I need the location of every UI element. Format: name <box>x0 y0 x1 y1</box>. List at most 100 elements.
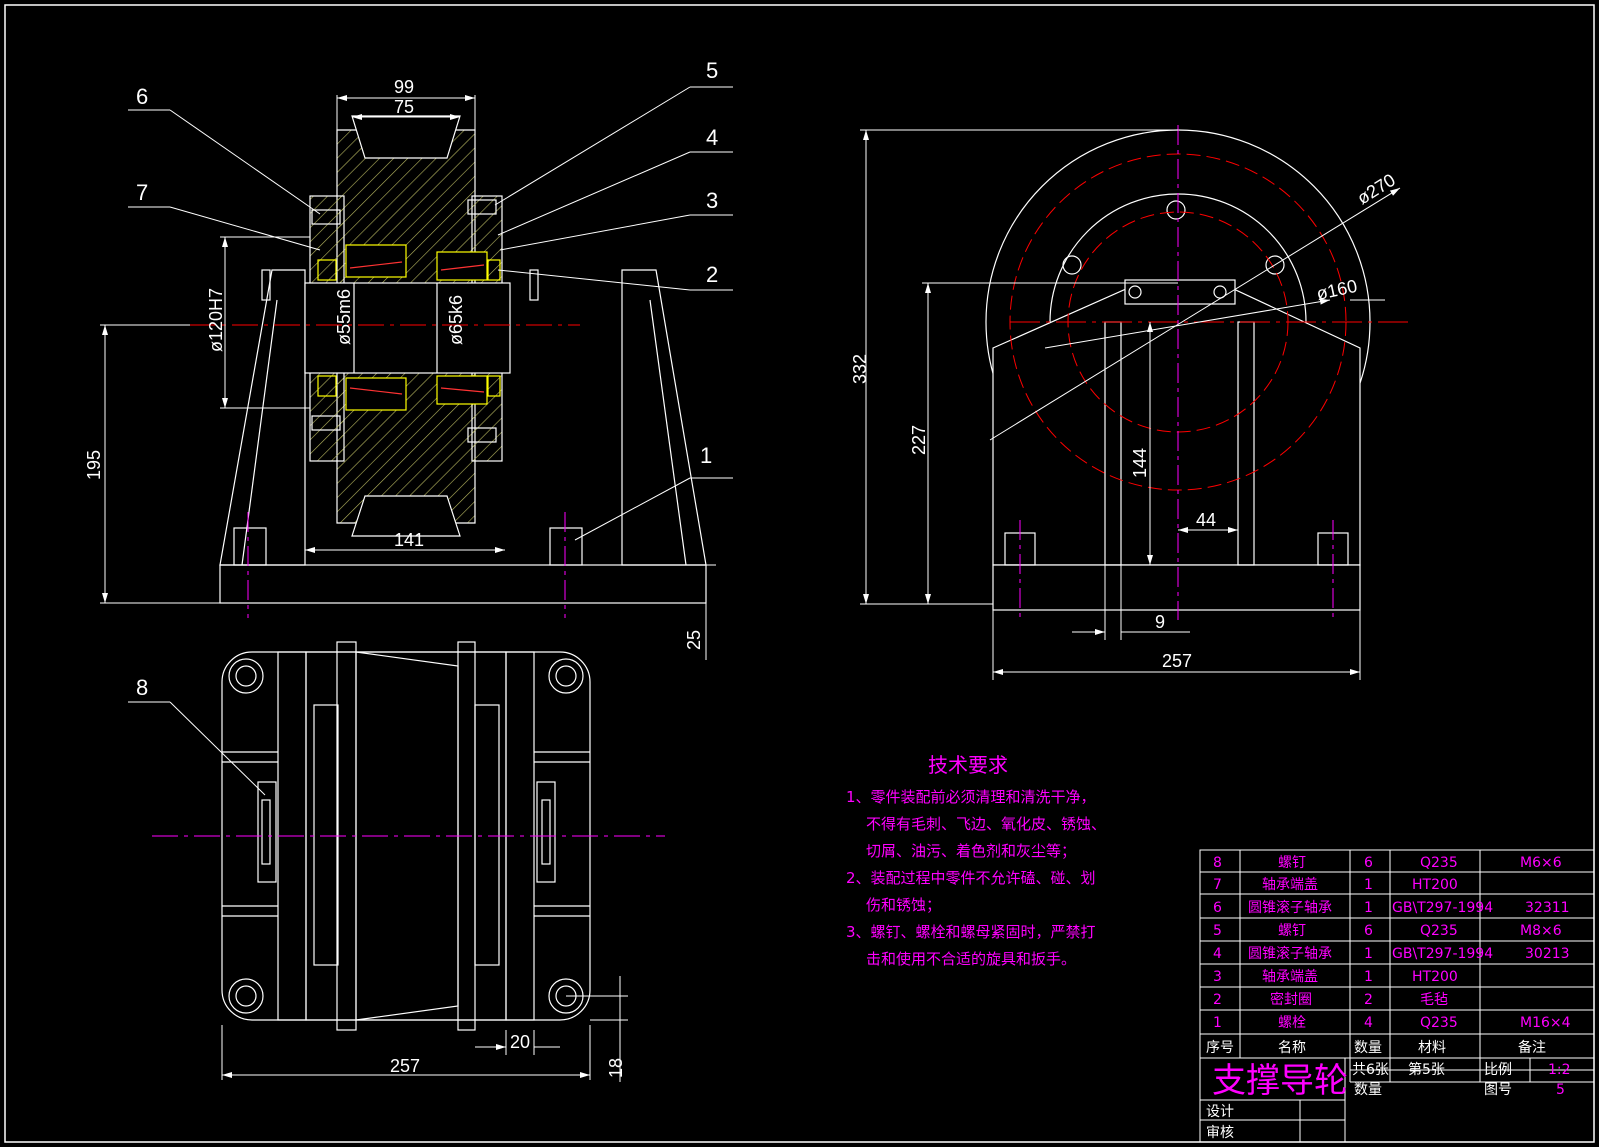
dim-195: 195 <box>84 450 104 480</box>
svg-text:1: 1 <box>1213 1015 1222 1031</box>
dim-20: 20 <box>510 1032 530 1052</box>
front-section-view <box>219 115 707 604</box>
callout-5: 5 <box>706 58 718 83</box>
svg-text:密封圈: 密封圈 <box>1270 991 1312 1008</box>
scale-value: 1:2 <box>1548 1062 1571 1078</box>
svg-text:4: 4 <box>1364 1015 1373 1031</box>
svg-text:材料: 材料 <box>1418 1040 1446 1056</box>
requirement-line: 不得有毛刺、飞边、氧化皮、锈蚀、 <box>866 815 1106 833</box>
requirements-title: 技术要求 <box>928 753 1008 777</box>
dim-257-side: 257 <box>1162 651 1192 671</box>
svg-text:轴承端盖: 轴承端盖 <box>1262 969 1318 985</box>
svg-text:螺栓: 螺栓 <box>1278 1015 1306 1031</box>
sheets-total: 共6张 <box>1352 1062 1389 1078</box>
svg-text:M16×4: M16×4 <box>1520 1015 1571 1031</box>
bom-row: 6 圆锥滚子轴承 1 GB\T297-1994 32311 <box>1213 899 1570 916</box>
drawing-border <box>4 4 1595 1143</box>
bom-header-row: 序号 名称 数量 材料 备注 <box>1206 1039 1546 1056</box>
requirement-line: 3、螺钉、螺栓和螺母紧固时，严禁打 <box>846 923 1096 941</box>
right-support <box>621 269 707 566</box>
svg-text:Q235: Q235 <box>1420 1015 1458 1031</box>
callout-3: 3 <box>706 188 718 213</box>
drawing-number: 5 <box>1556 1082 1565 1098</box>
dim-227: 227 <box>909 425 929 455</box>
bom-table <box>1199 849 1595 1143</box>
side-support <box>992 284 1361 566</box>
dim-bore-120: ø120H7 <box>206 288 226 352</box>
bom-row: 4 圆锥滚子轴承 1 GB\T297-1994 30213 <box>1213 945 1570 962</box>
svg-text:4: 4 <box>1213 946 1222 962</box>
svg-text:2: 2 <box>1364 992 1373 1008</box>
svg-text:圆锥滚子轴承: 圆锥滚子轴承 <box>1248 899 1332 916</box>
bom-row: 5 螺钉 6 Q235 M8×6 <box>1213 923 1562 939</box>
svg-text:序号: 序号 <box>1206 1040 1234 1056</box>
bom-row: 8 螺钉 6 Q235 M6×6 <box>1213 855 1562 871</box>
svg-text:30213: 30213 <box>1525 946 1570 962</box>
svg-text:7: 7 <box>1213 877 1222 893</box>
svg-text:1: 1 <box>1364 969 1373 985</box>
svg-text:1: 1 <box>1364 877 1373 893</box>
quantity-label: 数量 <box>1354 1082 1382 1098</box>
svg-text:6: 6 <box>1364 855 1373 871</box>
bom-row: 2 密封圈 2 毛毡 <box>1213 991 1448 1008</box>
design-label: 设计 <box>1206 1104 1234 1120</box>
dim-shaft-55: ø55m6 <box>334 289 354 345</box>
svg-text:Q235: Q235 <box>1420 923 1458 939</box>
svg-text:HT200: HT200 <box>1412 877 1458 893</box>
dim-144: 144 <box>1130 448 1150 478</box>
dim-99: 99 <box>394 77 414 97</box>
requirement-line: 切屑、油污、着色剂和灰尘等； <box>866 842 1076 860</box>
drawing-title: 支撑导轮 <box>1212 1061 1348 1101</box>
svg-text:圆锥滚子轴承: 圆锥滚子轴承 <box>1248 945 1332 962</box>
svg-text:32311: 32311 <box>1525 900 1570 916</box>
svg-text:3: 3 <box>1213 969 1222 985</box>
dim-25: 25 <box>684 630 704 650</box>
scale-label: 比例 <box>1484 1062 1512 1078</box>
svg-text:2: 2 <box>1213 992 1222 1008</box>
svg-text:8: 8 <box>1213 855 1222 871</box>
svg-text:6: 6 <box>1364 923 1373 939</box>
left-support <box>219 269 306 566</box>
dim-332: 332 <box>850 354 870 384</box>
requirement-line: 2、装配过程中零件不允许磕、碰、划 <box>846 869 1096 887</box>
dim-141: 141 <box>394 530 424 550</box>
bom-rows: 8 螺钉 6 Q235 M6×6 7 轴承端盖 1 HT200 6 圆锥滚子轴承… <box>1206 855 1571 1056</box>
callout-1: 1 <box>700 443 712 468</box>
drawing-number-label: 图号 <box>1484 1082 1512 1098</box>
svg-text:1: 1 <box>1364 946 1373 962</box>
svg-text:备注: 备注 <box>1518 1039 1546 1056</box>
dim-9: 9 <box>1155 612 1165 632</box>
sheet-number: 第5张 <box>1408 1061 1445 1078</box>
svg-text:数量: 数量 <box>1354 1040 1382 1056</box>
callout-8: 8 <box>136 675 148 700</box>
bom-row: 1 螺栓 4 Q235 M16×4 <box>1213 1015 1571 1031</box>
svg-text:轴承端盖: 轴承端盖 <box>1262 877 1318 893</box>
title-block: 支撑导轮 共6张 第5张 数量 比例 1:2 图号 5 设计 审核 <box>1206 1061 1571 1141</box>
svg-text:GB\T297-1994: GB\T297-1994 <box>1392 946 1493 962</box>
review-label: 审核 <box>1206 1125 1234 1141</box>
requirement-line: 击和使用不合适的旋具和扳手。 <box>866 950 1076 968</box>
callout-4: 4 <box>706 125 718 150</box>
dim-257-top: 257 <box>390 1056 420 1076</box>
technical-requirements: 技术要求 1、零件装配前必须清理和清洗干净， 不得有毛刺、飞边、氧化皮、锈蚀、 … <box>846 753 1106 968</box>
shaft <box>304 282 511 374</box>
requirement-line: 伤和锈蚀； <box>866 896 941 914</box>
dim-18: 18 <box>606 1058 626 1078</box>
dim-44: 44 <box>1196 510 1216 530</box>
base-plate <box>219 564 707 604</box>
svg-text:1: 1 <box>1364 900 1373 916</box>
svg-text:5: 5 <box>1213 923 1222 939</box>
requirement-line: 1、零件装配前必须清理和清洗干净， <box>846 788 1096 806</box>
svg-text:M6×6: M6×6 <box>1520 855 1562 871</box>
svg-text:螺钉: 螺钉 <box>1278 855 1306 871</box>
svg-text:GB\T297-1994: GB\T297-1994 <box>1392 900 1493 916</box>
svg-text:M8×6: M8×6 <box>1520 923 1562 939</box>
dim-shaft-65: ø65k6 <box>446 295 466 345</box>
bom-row: 7 轴承端盖 1 HT200 <box>1213 877 1458 893</box>
callout-7: 7 <box>136 180 148 205</box>
dim-75: 75 <box>394 97 414 117</box>
svg-text:HT200: HT200 <box>1412 969 1458 985</box>
svg-text:名称: 名称 <box>1278 1040 1306 1056</box>
svg-text:毛毡: 毛毡 <box>1420 992 1448 1008</box>
